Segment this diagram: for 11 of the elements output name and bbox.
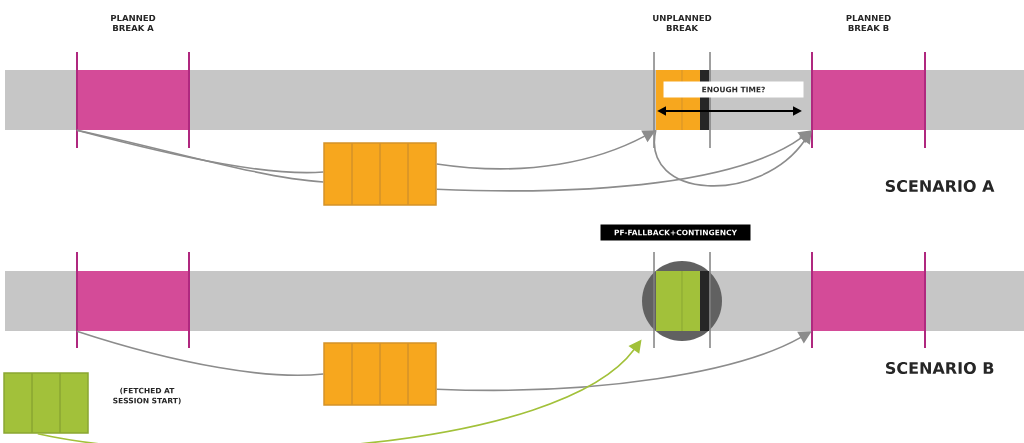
arrow: [435, 130, 812, 192]
break-heading: PLANNED BREAK A: [111, 14, 156, 32]
break-heading: UNPLANNED BREAK: [653, 14, 712, 32]
break-heading: PLANNED BREAK B: [846, 14, 891, 32]
ad-pod: [323, 342, 437, 406]
ad-pod: [323, 142, 437, 206]
scenario-label: SCENARIO B: [886, 361, 994, 375]
arrow: [653, 129, 812, 187]
arrow: [435, 130, 656, 170]
scenario-label: SCENARIO A: [885, 179, 995, 193]
arrow: [435, 331, 812, 392]
